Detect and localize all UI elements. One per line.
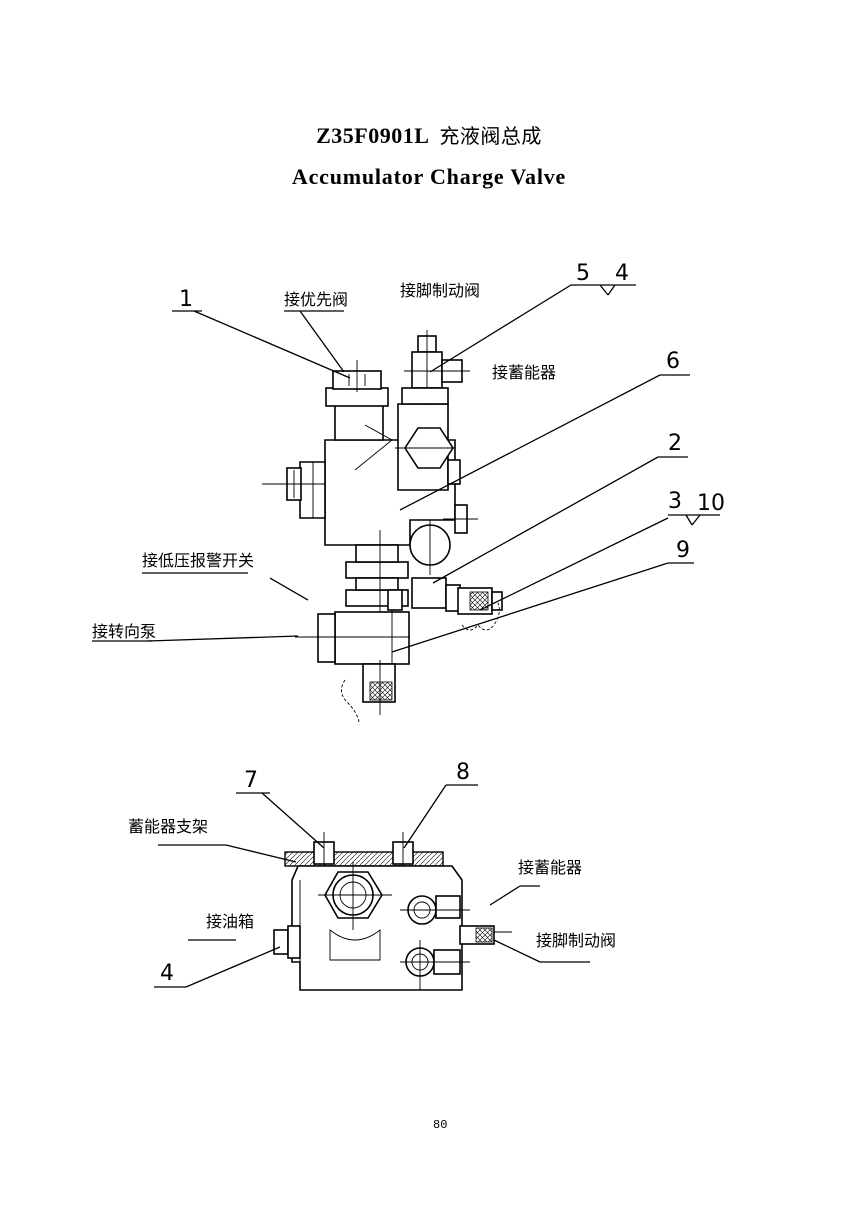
label-accumulator-bracket: 蓄能器支架 — [128, 817, 208, 836]
title-chinese: 充液阀总成 — [439, 124, 542, 148]
part-code: Z35F0901L — [316, 123, 430, 148]
label-accumulator: 接蓄能器 — [492, 363, 556, 382]
part-number-8: 8 — [456, 760, 470, 785]
part-number-10: 10 — [697, 491, 725, 516]
part-number-1: 1 — [179, 287, 193, 312]
part-number-4-bottom: 4 — [160, 961, 174, 986]
page-subtitle: Accumulator Charge Valve — [291, 164, 567, 189]
valve-block-plan — [273, 832, 512, 991]
label-oil-tank: 接油箱 — [206, 912, 254, 931]
part-number-6: 6 — [666, 349, 680, 374]
label-foot-brake-valve: 接脚制动阀 — [400, 281, 480, 300]
part-number-5: 5 — [576, 261, 590, 286]
part-number-3: 3 — [668, 489, 682, 514]
label-priority-valve: 接优先阀 — [284, 290, 348, 309]
leader-lines-bottom — [154, 784, 590, 988]
part-number-9: 9 — [676, 538, 690, 563]
page-title: Z35F0901L 充液阀总成 — [0, 120, 858, 149]
page-number: 80 — [433, 1118, 447, 1132]
part-number-7: 7 — [244, 768, 258, 793]
leader-lines — [92, 284, 720, 653]
part-number-4: 4 — [615, 261, 629, 286]
part-number-2: 2 — [668, 431, 682, 456]
top-view: 1 5 4 6 2 3 10 9 接优先阀 接脚制动阀 接蓄能器 接低压报警开关… — [92, 261, 725, 723]
label-steering-pump: 接转向泵 — [92, 622, 156, 641]
label-low-pressure-switch: 接低压报警开关 — [142, 551, 254, 570]
valve-body — [262, 330, 503, 723]
bottom-view: 7 8 4 蓄能器支架 接蓄能器 接油箱 接脚制动阀 — [128, 760, 616, 991]
label-accumulator-bottom: 接蓄能器 — [518, 858, 582, 877]
label-foot-brake-valve-bottom: 接脚制动阀 — [536, 931, 616, 950]
